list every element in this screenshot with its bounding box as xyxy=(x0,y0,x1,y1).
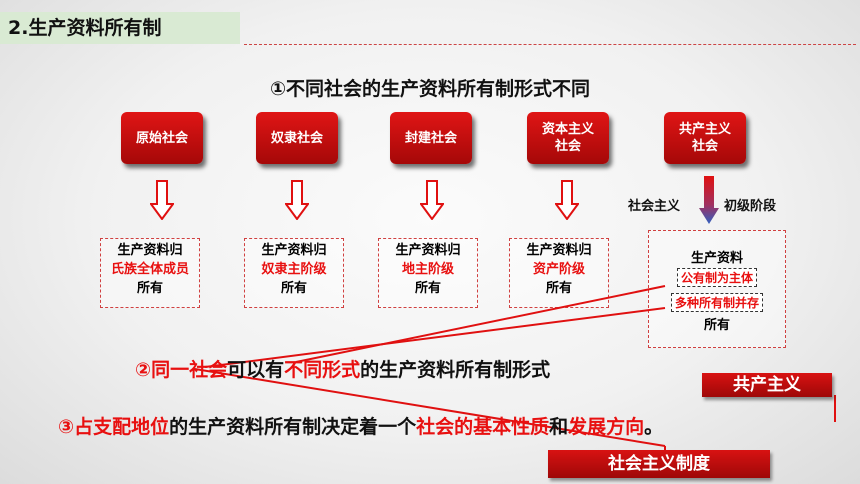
ownership-line: 所有 xyxy=(703,318,730,333)
point-3-c: 社会的基本性质 xyxy=(416,416,550,438)
point-3-a: ③占支配地位 xyxy=(58,416,170,438)
section-title: 2.生产资料所有制 xyxy=(0,12,240,44)
ownership-owner: 地主阶级 xyxy=(401,262,454,277)
society-communist: 共产主义 社会 xyxy=(664,112,746,164)
society-feudal: 封建社会 xyxy=(390,112,472,164)
point-3-d: 和 xyxy=(549,416,569,438)
stage-socialism: 社会主义 xyxy=(628,199,681,214)
point-3-b: 的生产资料所有制决定着一个 xyxy=(169,416,417,438)
title-divider xyxy=(244,44,856,45)
ownership-owner: 氏族全体成员 xyxy=(110,262,189,277)
point-3-f: 。 xyxy=(644,416,664,438)
down-arrow-icon xyxy=(699,176,719,224)
public-ownership-main: 公有制为主体 xyxy=(676,268,757,287)
point-3-e: 发展方向 xyxy=(568,416,645,438)
point-3: ③占支配地位的生产资料所有制决定着一个社会的基本性质和发展方向。 xyxy=(58,412,663,439)
down-arrow-icon xyxy=(555,180,579,220)
point-2-d: 的生产资料所有制形式 xyxy=(360,359,551,381)
ownership-line: 生产资料归 xyxy=(526,243,592,258)
ownership-primitive: 生产资料归 氏族全体成员 所有 xyxy=(100,238,200,308)
ownership-feudal: 生产资料归 地主阶级 所有 xyxy=(378,238,478,308)
ownership-line: 所有 xyxy=(545,281,572,296)
ownership-owner: 奴隶主阶级 xyxy=(261,262,327,277)
point-2-a: ②同一社会 xyxy=(135,359,228,381)
society-capitalist: 资本主义 社会 xyxy=(527,112,609,164)
tag-socialism-system: 社会主义制度 xyxy=(548,450,770,478)
point-2: ②同一社会可以有不同形式的生产资料所有制形式 xyxy=(135,355,550,382)
ownership-line: 生产资料归 xyxy=(261,243,327,258)
ownership-line: 生产资料 xyxy=(690,251,743,266)
socialism-ownership-box: 生产资料 公有制为主体 多种所有制并存 所有 xyxy=(648,230,786,348)
stage-primary: 初级阶段 xyxy=(724,199,777,214)
ownership-line: 所有 xyxy=(136,281,163,296)
point-2-b: 可以有 xyxy=(227,359,285,381)
down-arrow-icon xyxy=(420,180,444,220)
ownership-line: 所有 xyxy=(414,281,441,296)
society-slavery: 奴隶社会 xyxy=(256,112,338,164)
heading: ①不同社会的生产资料所有制形式不同 xyxy=(269,78,591,100)
multiple-ownership-coexist: 多种所有制并存 xyxy=(670,293,763,312)
down-arrow-icon xyxy=(150,180,174,220)
ownership-line: 生产资料归 xyxy=(395,243,461,258)
ownership-slavery: 生产资料归 奴隶主阶级 所有 xyxy=(244,238,344,308)
tag-communism: 共产主义 xyxy=(702,373,832,397)
ownership-owner: 资产阶级 xyxy=(532,262,585,277)
point-2-c: 不同形式 xyxy=(284,359,361,381)
ownership-line: 所有 xyxy=(280,281,307,296)
society-primitive: 原始社会 xyxy=(121,112,203,164)
down-arrow-icon xyxy=(285,180,309,220)
ownership-line: 生产资料归 xyxy=(117,243,183,258)
ownership-capitalist: 生产资料归 资产阶级 所有 xyxy=(509,238,609,308)
